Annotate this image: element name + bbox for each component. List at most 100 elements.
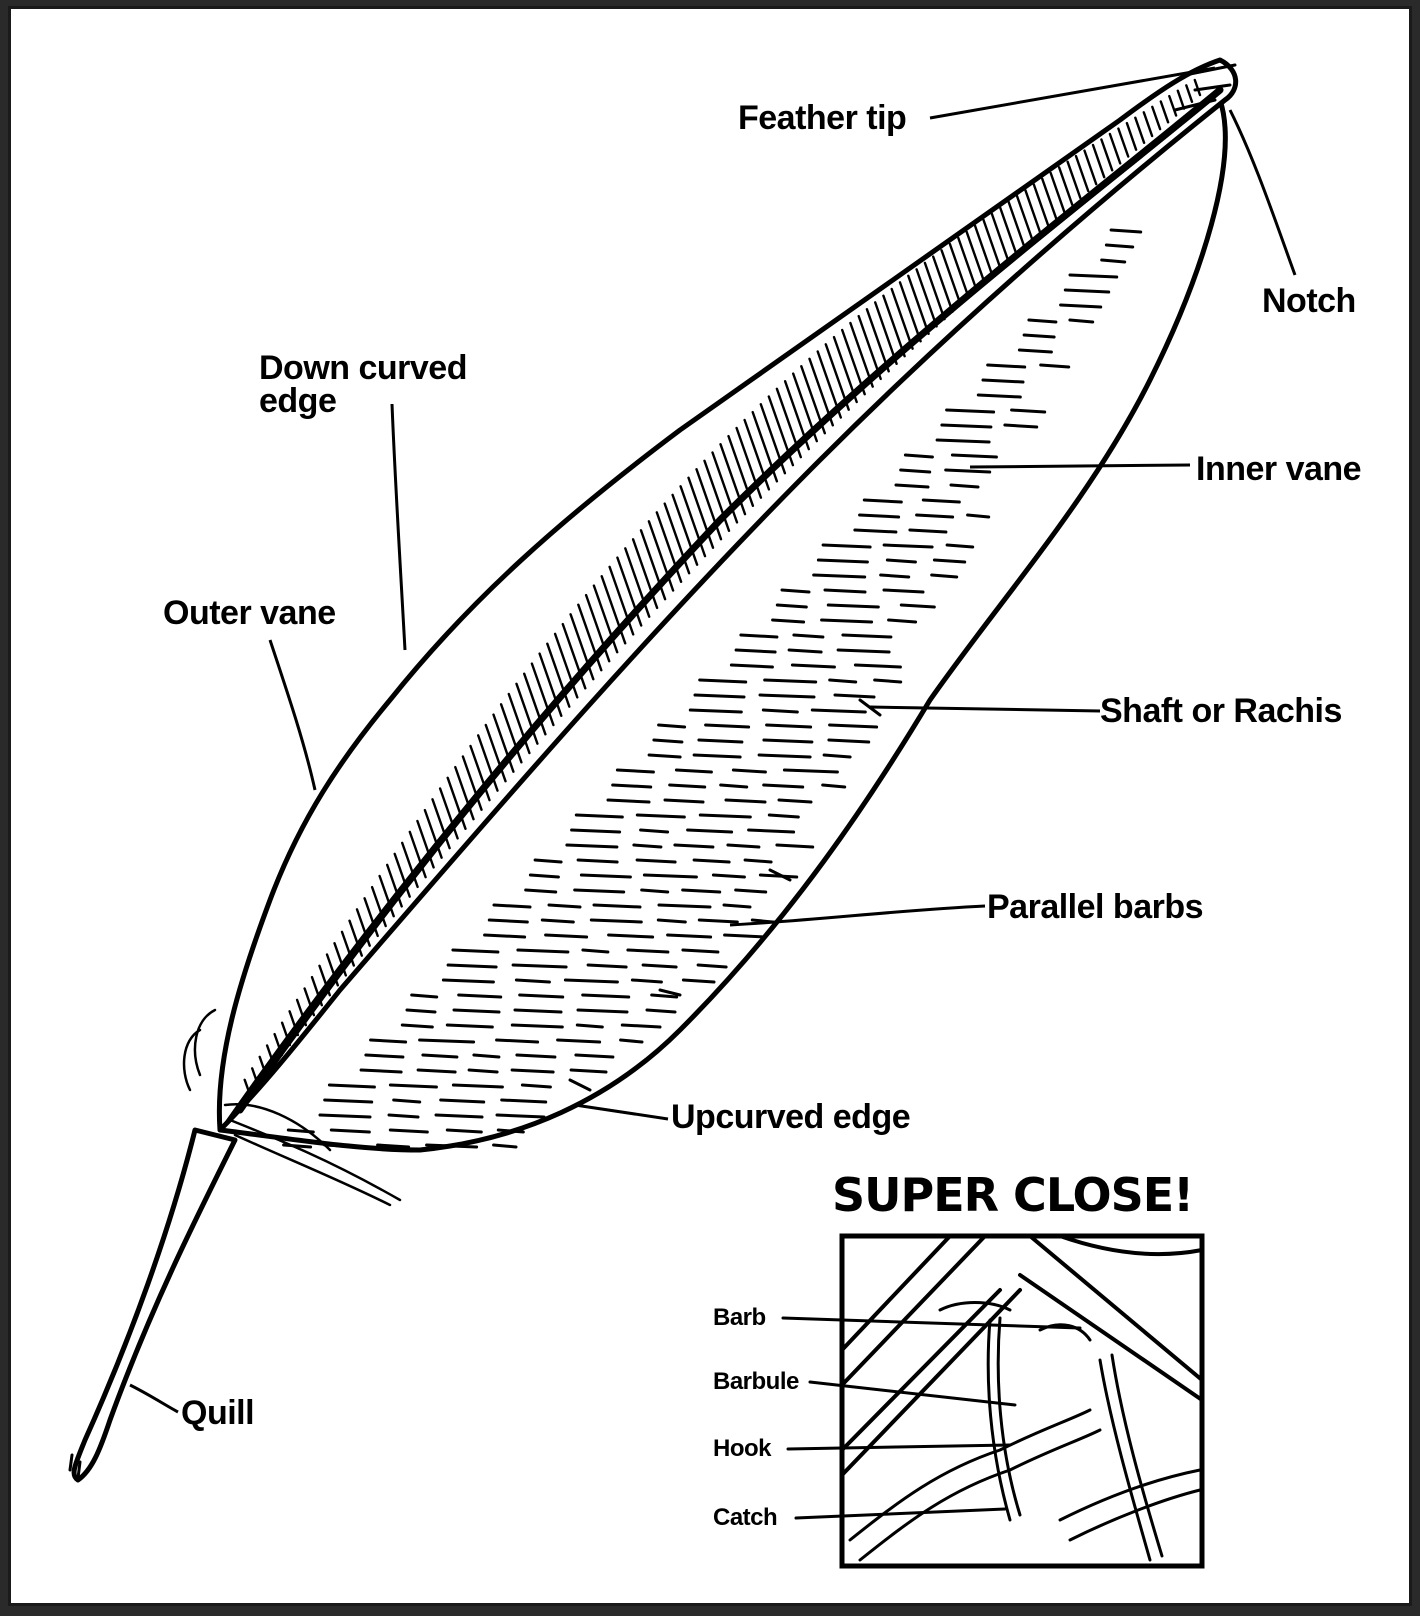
outer-hatch-stroke [423,808,443,859]
inner-barb-dash [704,723,751,729]
inner-barb-dash [945,408,996,414]
inner-barb-dash [574,813,624,819]
inner-barb-dash [516,948,570,954]
inner-barb-dash [696,963,728,969]
inner-barb-dash [592,903,642,909]
inner-barb-dash [765,723,813,729]
inner-barb-dash [734,648,777,654]
inner-barb-dash [657,903,712,909]
inner-barb-dash [711,873,746,879]
inner-barb-dash [932,558,967,564]
inner-barb-dash [547,903,582,909]
inner-barb-dash [726,843,761,849]
inner-barb-dash [697,738,744,744]
inner-barb-dash [451,1083,504,1089]
inset-barbule [986,1316,1164,1562]
inner-barb-dash [879,573,911,579]
inner-barb-dash [1104,243,1135,249]
inner-barb-dash [639,828,670,834]
inset-barb-1 [840,1234,1022,1477]
inner-barb-dash [757,753,812,759]
inner-barb-dash [698,813,752,819]
inner-barb-dash [915,513,955,519]
inset-leader-hook [786,1443,1012,1451]
label-notch: Notch [1262,282,1356,320]
inner-barb-dash [510,1023,564,1029]
down-fluff [182,1008,402,1207]
label-down-curved-edge-line1: Down curved [259,349,467,387]
inner-barb-dash [821,543,872,549]
inner-barb-dash [762,738,814,744]
inner-barb-dash [1039,363,1071,369]
inner-barb-dash [581,948,610,954]
inner-barb-dash [515,1053,557,1059]
leader-notch [1228,109,1297,276]
inner-barb-dash [514,978,551,984]
outer-hatch-stroke [1134,116,1146,145]
outer-vane-hatching [243,78,1202,1097]
inner-barb-dash [944,468,992,474]
label-down-curved-edge-line2: edge [259,382,337,420]
inner-barb-dash [1063,288,1111,294]
outer-hatch-stroke [499,703,523,764]
outer-hatch-stroke [515,682,539,745]
outer-hatch-stroke [1007,200,1026,249]
inner-barb-dash [1010,408,1047,414]
inner-barb-dash [635,858,677,864]
outer-hatch-stroke [1108,132,1122,165]
inner-barb-dash [388,1128,429,1134]
inner-barb-dash [329,1128,371,1134]
outer-hatch-stroke [454,765,475,821]
inner-barb-dash [492,1143,518,1149]
inner-barb-dash [620,1023,662,1029]
inner-barb-dash [511,963,568,969]
inner-barb-dash [771,618,806,624]
inner-barb-dash [692,753,742,759]
inner-barb-dash [632,843,663,849]
inner-barb-dash [723,933,767,939]
inset-title: SUPER CLOSE! [832,1168,1194,1222]
outer-hatch-stroke [907,274,930,335]
inner-barb-dash [606,798,651,804]
inner-barb-dash [921,498,961,504]
inner-barb-dash [452,1008,501,1014]
inner-barb-dash [513,1008,563,1014]
outer-hatch-stroke [1066,160,1082,200]
inner-vane-shape [217,97,1228,1153]
inner-barb-dash [641,963,678,969]
inner-barb-dash [1068,273,1119,279]
inner-barb-dash [518,993,565,999]
inner-barb-dash [467,1068,499,1074]
outer-hatch-stroke [990,212,1010,263]
inner-barb-dash [376,1143,411,1149]
inner-barb-dash [688,708,743,714]
outer-hatch-stroke [507,692,531,755]
inner-barb-dash [421,1053,459,1059]
inset-leader-catch [794,1507,1007,1520]
outer-hatch-stroke [401,841,419,889]
leader-upcurved-edge [574,1103,669,1121]
label-inner-vane: Inner vane [1196,450,1362,488]
inner-barb-dash [823,588,867,594]
inner-barb-dash [405,1008,437,1014]
leader-shaft [869,705,1101,713]
inner-barb-dash [416,1068,457,1074]
inner-barb-dash [323,1143,365,1149]
feather [68,57,1239,1483]
inner-barb-dash [976,393,1022,399]
inner-barb-dash [656,918,687,924]
outer-hatch-stroke [1151,105,1162,131]
outer-hatch-stroke [1015,194,1034,242]
inner-barb-dash [692,858,731,864]
inner-barb-dash [492,903,532,909]
inner-barb-dash [828,723,879,729]
quill-shape [71,1127,238,1483]
inner-barb-dash [743,858,773,864]
inner-barb-dash [533,858,563,864]
inner-barb-dash [734,888,768,894]
inner-barb-dash [611,783,653,789]
inner-barb-dash [820,618,874,624]
leader-parallel-barbs [729,904,986,927]
inner-barb-dash [899,603,936,609]
inner-barb-dash [903,453,934,459]
